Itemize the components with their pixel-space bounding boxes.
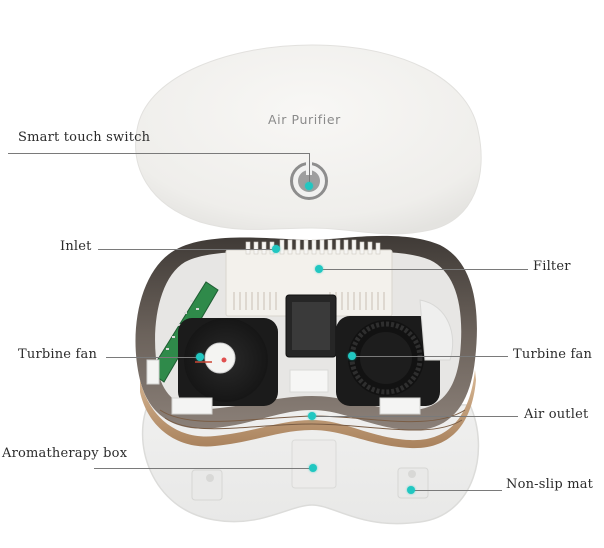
callout-dot-smart-touch-switch	[305, 182, 313, 190]
callout-dot-turbine-fan-right	[348, 352, 356, 360]
callout-label-turbine-fan-left: Turbine fan	[18, 347, 98, 362]
leader-line-turbine-fan-left	[106, 357, 198, 358]
callout-label-filter: Filter	[533, 259, 571, 274]
main-housing	[135, 235, 477, 449]
leader-line-inlet	[98, 249, 274, 250]
leader-line-smart-touch-switch	[8, 153, 310, 154]
lid-brand-text: Air Purifier	[268, 112, 341, 127]
left-fan	[178, 318, 278, 406]
leader-line-air-outlet	[316, 416, 518, 417]
callout-label-smart-touch-switch: Smart touch switch	[18, 130, 151, 145]
leader-line-turbine-fan-right	[356, 356, 508, 357]
callout-label-air-outlet: Air outlet	[524, 407, 589, 422]
leader-line-filter	[322, 269, 528, 270]
callout-dot-filter	[315, 265, 323, 273]
callout-dot-turbine-fan-left	[196, 353, 204, 361]
leader-line-smart-touch-switch-vertical	[309, 153, 310, 185]
callout-dot-air-outlet	[308, 412, 316, 420]
callout-dot-aromatherapy-box	[309, 464, 317, 472]
callout-label-non-slip-mat: Non-slip mat	[506, 477, 594, 492]
top-lid	[135, 44, 482, 235]
callout-dot-non-slip-mat	[407, 486, 415, 494]
callout-label-aromatherapy-box: Aromatherapy box	[2, 446, 128, 461]
callout-dot-inlet	[272, 245, 280, 253]
callout-label-turbine-fan-right: Turbine fan	[513, 347, 593, 362]
leader-line-aromatherapy-box	[94, 468, 310, 469]
callout-label-inlet: Inlet	[60, 239, 92, 254]
leader-line-non-slip-mat	[414, 490, 502, 491]
